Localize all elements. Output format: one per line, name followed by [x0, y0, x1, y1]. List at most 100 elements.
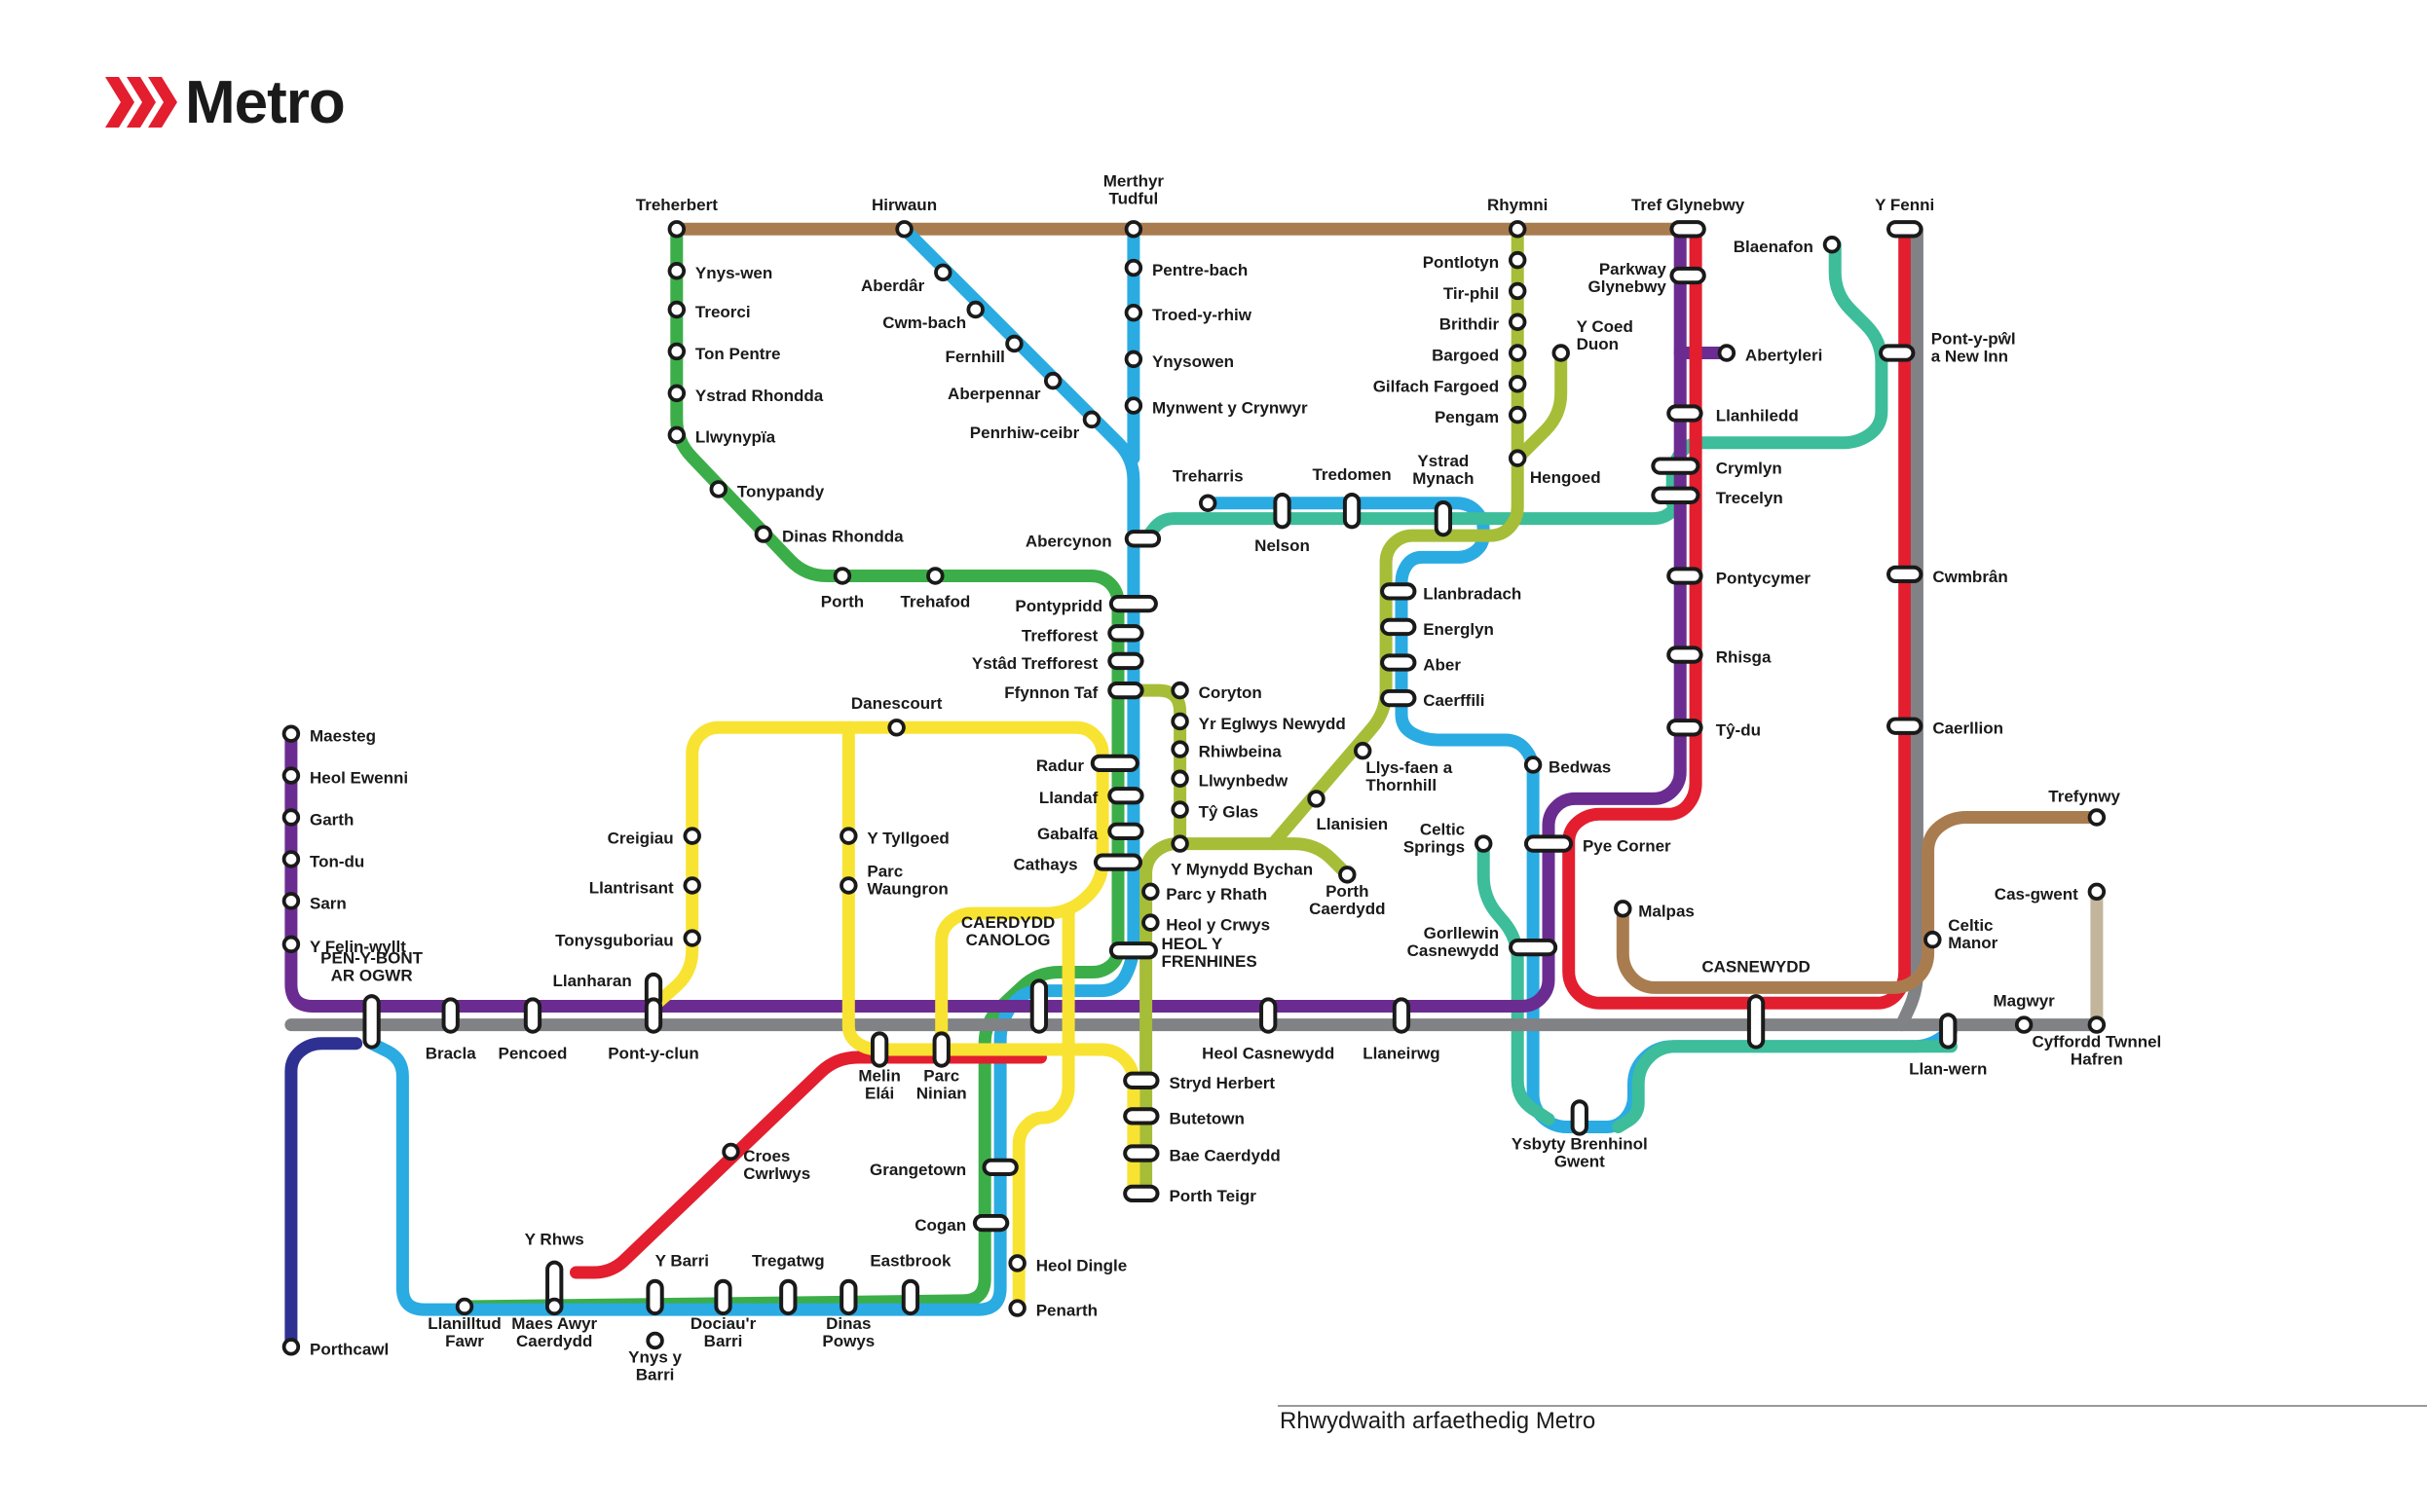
station-label: Hengoed: [1530, 468, 1601, 487]
teal-line: [1139, 497, 1687, 545]
station-label: Cogan: [915, 1216, 966, 1235]
station-penrhiwceibr[interactable]: [1082, 410, 1101, 429]
station-cwmbach[interactable]: [966, 300, 985, 319]
station-llwynypia[interactable]: [667, 425, 687, 445]
station-abertyleri[interactable]: [1717, 344, 1736, 362]
station-label: Tir-phil: [1443, 284, 1499, 303]
station-label: Malpas: [1638, 902, 1695, 920]
station-tondu[interactable]: [281, 850, 301, 868]
yellow-penarth: [1012, 906, 1075, 1314]
station-maesteg[interactable]: [281, 724, 301, 743]
station-porth[interactable]: [833, 567, 852, 585]
station-label: Grangetown: [870, 1161, 966, 1179]
station-label: Pencoed: [499, 1045, 568, 1063]
station-pentrebach[interactable]: [1124, 258, 1143, 277]
station-treharris[interactable]: [1198, 494, 1217, 512]
station-sarn[interactable]: [281, 892, 301, 910]
station-label: Llanharan: [552, 972, 631, 990]
station-ynysowen[interactable]: [1124, 350, 1143, 369]
station-tonpentre[interactable]: [667, 342, 687, 361]
station-llwynbedw[interactable]: [1171, 769, 1189, 788]
station-ytyllgoed[interactable]: [840, 827, 858, 845]
station-penarth[interactable]: [1008, 1299, 1027, 1317]
station-label: Maesteg: [310, 727, 376, 746]
station-label: Llandaf: [1039, 789, 1099, 807]
station-dinasrhondda[interactable]: [754, 525, 773, 543]
station-danescourt[interactable]: [887, 719, 906, 737]
station-parcyrhath[interactable]: [1141, 882, 1160, 902]
station-casgwent[interactable]: [2087, 882, 2107, 902]
purple-line: [284, 222, 1687, 1013]
station-gilfach[interactable]: [1508, 375, 1527, 393]
station-label: Aber: [1423, 655, 1461, 674]
station-trehafod[interactable]: [926, 567, 945, 585]
station-brithdir[interactable]: [1508, 313, 1527, 331]
station-ycoedduon[interactable]: [1551, 344, 1570, 362]
station-ynyswen[interactable]: [667, 262, 687, 280]
station-blaenafon[interactable]: [1822, 235, 1842, 254]
station-coryton[interactable]: [1171, 681, 1189, 700]
station-heolycrwys[interactable]: [1141, 913, 1160, 932]
station-tyglas[interactable]: [1171, 800, 1189, 819]
station-rhiwbeina[interactable]: [1171, 740, 1189, 758]
station-hengoed[interactable]: [1508, 449, 1527, 467]
station-ystradrhondda[interactable]: [667, 384, 687, 403]
station-bargoed[interactable]: [1508, 344, 1527, 362]
station-malpas[interactable]: [1614, 900, 1632, 918]
station-label: Gilfach Fargoed: [1373, 377, 1499, 395]
station-label: CASNEWYDD: [1701, 958, 1810, 977]
station-label: Yr Eglwys Newydd: [1199, 715, 1346, 733]
station-label: Porthcawl: [310, 1340, 389, 1358]
station-label: Y Felin-wyllt: [310, 938, 406, 956]
station-llysfaen[interactable]: [1353, 741, 1372, 760]
station-celticmanor[interactable]: [1923, 930, 1942, 949]
station-croes[interactable]: [722, 1142, 740, 1162]
station-merthyr[interactable]: [1124, 220, 1143, 239]
station-pontlotyn[interactable]: [1508, 250, 1527, 270]
station-tirphil[interactable]: [1508, 281, 1527, 301]
station-treorci[interactable]: [667, 300, 687, 319]
station-porthcawl[interactable]: [281, 1338, 301, 1356]
station-treherbert[interactable]: [667, 220, 687, 239]
station-fernhill[interactable]: [1005, 334, 1024, 353]
station-label: Llanbradach: [1423, 584, 1521, 603]
station-twnnel[interactable]: [2087, 1015, 2107, 1034]
station-hirwaun[interactable]: [895, 220, 914, 239]
navy-line: [284, 1037, 363, 1353]
station-creigiau[interactable]: [683, 827, 701, 845]
station-label: Y Rhws: [525, 1230, 584, 1248]
station-label: Garth: [310, 810, 354, 829]
station-garth[interactable]: [281, 808, 301, 827]
station-llanisien[interactable]: [1307, 790, 1326, 808]
station-heoldingle[interactable]: [1008, 1254, 1027, 1272]
station-yreglwys[interactable]: [1171, 712, 1189, 731]
station-llanilltud[interactable]: [455, 1297, 474, 1316]
station-rhymni[interactable]: [1508, 220, 1527, 239]
station-pengam[interactable]: [1508, 405, 1527, 424]
station-trefynwy[interactable]: [2087, 808, 2107, 827]
station-maesawyr[interactable]: [544, 1297, 564, 1316]
station-label: Llan-wern: [1909, 1059, 1987, 1078]
station-porthcaerdydd[interactable]: [1338, 866, 1357, 884]
station-tonypandy[interactable]: [709, 480, 728, 498]
station-llantrisant[interactable]: [683, 876, 701, 895]
station-mynwent[interactable]: [1124, 396, 1143, 415]
station-parcwaungron[interactable]: [840, 876, 858, 895]
station-aberpennar[interactable]: [1043, 371, 1063, 390]
station-label: Heol Dingle: [1036, 1256, 1128, 1274]
station-celticsprings[interactable]: [1474, 834, 1493, 853]
station-magwyr[interactable]: [2014, 1015, 2034, 1034]
station-aberdar[interactable]: [934, 263, 952, 282]
station-ynysybarri[interactable]: [646, 1331, 664, 1350]
station-mynyddbychan[interactable]: [1171, 834, 1189, 853]
station-tonysguboriau[interactable]: [683, 929, 701, 947]
station-yfelinwyllt[interactable]: [281, 935, 301, 954]
station-bedwas[interactable]: [1523, 756, 1543, 774]
station-troedyrhiw[interactable]: [1124, 303, 1143, 322]
station-heolewenni[interactable]: [281, 766, 301, 785]
